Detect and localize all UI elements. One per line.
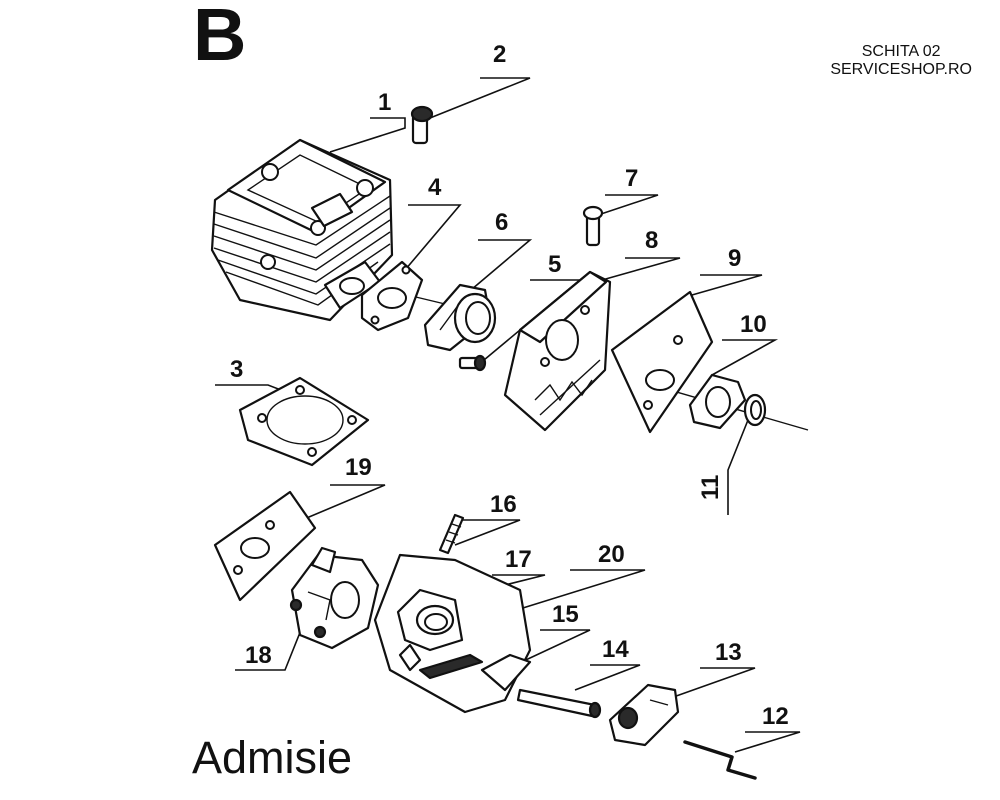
flange-part-10 [688, 373, 747, 430]
tube-part-14 [516, 688, 602, 719]
filter-element-part-15 [418, 653, 532, 692]
label-18: 18 [245, 642, 272, 669]
screw-part-7 [582, 205, 604, 247]
label-3: 3 [230, 356, 243, 383]
label-8: 8 [645, 227, 658, 254]
gasket-part-9 [610, 290, 714, 434]
label-14: 14 [602, 636, 629, 663]
section-letter: B [193, 0, 246, 76]
label-15: 15 [552, 601, 579, 628]
screw-part-5 [458, 354, 487, 372]
reference-code: SCHITA 02 [861, 43, 941, 60]
label-7: 7 [625, 165, 638, 192]
intake-piece-part-17 [396, 588, 464, 672]
carburetor-adapter-part-8 [503, 270, 612, 432]
part-number-labels: 1 2 3 4 5 6 7 8 9 10 11 12 13 14 15 16 1… [230, 41, 789, 730]
label-6: 6 [495, 209, 508, 236]
label-16: 16 [490, 491, 517, 518]
label-13: 13 [715, 639, 742, 666]
reference-site: SERVICESHOP.RO [830, 61, 972, 78]
label-2: 2 [493, 41, 506, 68]
label-19: 19 [345, 454, 372, 481]
gasket-part-3 [238, 376, 370, 467]
label-5: 5 [548, 251, 561, 278]
label-4: 4 [428, 174, 442, 201]
label-1: 1 [378, 89, 391, 116]
label-12: 12 [762, 703, 789, 730]
label-20: 20 [598, 541, 625, 568]
gasket-part-4 [360, 260, 424, 332]
reference-block: SCHITA 02 SERVICESHOP.RO [830, 43, 972, 79]
gasket-part-19 [213, 490, 317, 602]
label-11: 11 [697, 475, 724, 500]
cylinder-part-1 [210, 138, 394, 322]
diagram-caption: Admisie [192, 732, 353, 783]
stud-part-16 [438, 513, 465, 555]
oring-part-11 [743, 393, 767, 427]
label-9: 9 [728, 245, 741, 272]
lever-part-13 [608, 683, 680, 747]
screw-part-2 [410, 105, 434, 145]
intake-flange-part-6 [423, 283, 497, 352]
label-17: 17 [505, 546, 532, 573]
rod-part-12 [683, 740, 757, 780]
carburetor-part-18 [289, 546, 380, 650]
label-10: 10 [740, 311, 767, 338]
